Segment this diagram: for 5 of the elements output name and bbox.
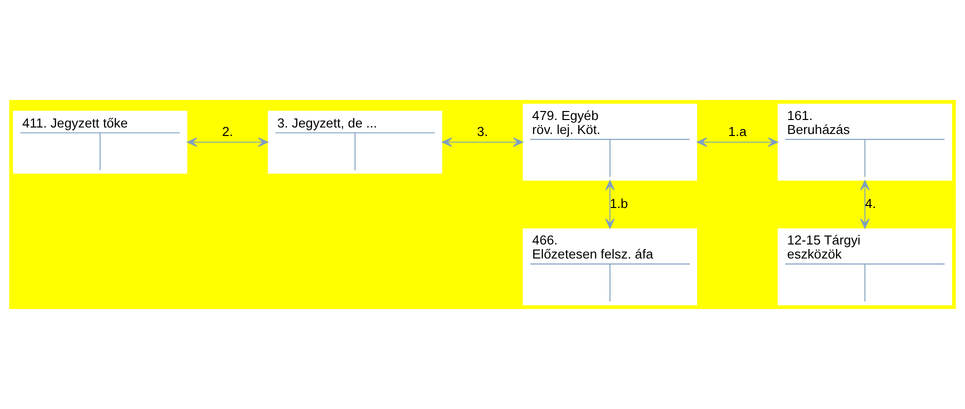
edge-label: 3. [477,124,488,139]
edge-label: 2. [222,124,234,139]
edge-label: 1.a [728,124,747,139]
edge-label: 4. [865,196,876,211]
edge-label: 1.b [610,196,628,211]
